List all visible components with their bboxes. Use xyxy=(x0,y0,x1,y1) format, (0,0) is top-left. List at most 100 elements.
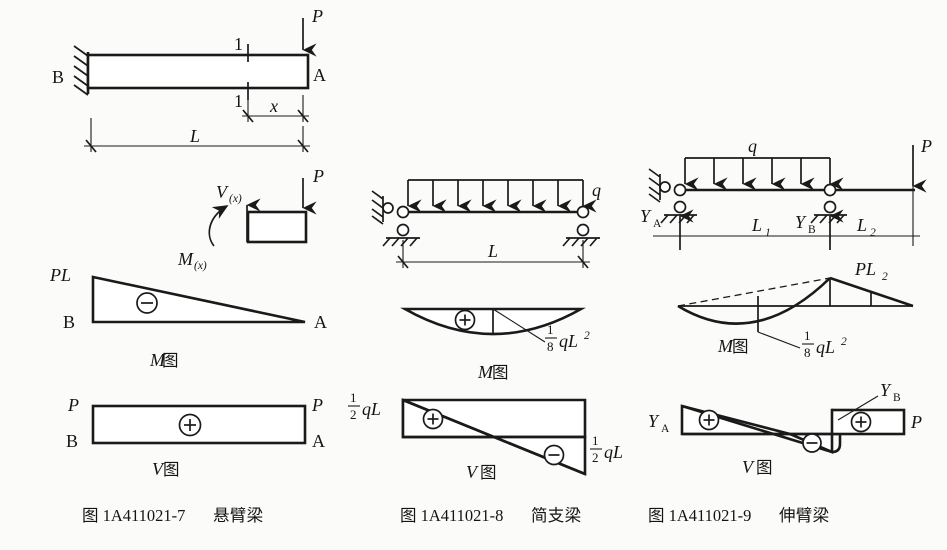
simple-load-label: q xyxy=(592,180,601,200)
svg-text:qL: qL xyxy=(362,399,381,419)
overhang-load-arrows xyxy=(684,158,844,191)
simple-beam-group: q xyxy=(348,179,623,482)
svg-text:图 1A411021-8: 图 1A411021-8 xyxy=(400,506,503,525)
fbd-shear-label: V (x) xyxy=(216,182,242,205)
dimension-L-label: L xyxy=(189,126,200,146)
svg-text:2: 2 xyxy=(350,407,357,422)
overhang-beam-group: q P Y xyxy=(640,136,932,477)
svg-text:V: V xyxy=(466,462,479,482)
cantilever-load-label: P xyxy=(311,6,323,26)
simple-moment-caption: M 图 xyxy=(477,362,509,382)
simple-load-arrows xyxy=(407,180,597,213)
cantilever-moment-right-node: A xyxy=(314,312,327,332)
cantilever-moment-shape xyxy=(91,275,306,324)
overhang-point-load-label: P xyxy=(920,136,932,156)
svg-text:图: 图 xyxy=(163,460,180,479)
svg-text:伸臂梁: 伸臂梁 xyxy=(779,506,829,525)
cantilever-beam-body xyxy=(86,53,310,90)
svg-text:M: M xyxy=(177,249,194,269)
simple-shear-caption: V 图 xyxy=(466,462,497,482)
svg-text:图: 图 xyxy=(162,351,179,370)
cantilever-moment-left-node: B xyxy=(63,312,75,332)
overhang-shear-caption: V 图 xyxy=(742,457,773,477)
svg-text:V: V xyxy=(152,459,165,479)
cantilever-moment-peak-label: PL xyxy=(49,265,71,285)
fbd-moment-arrow xyxy=(208,205,229,247)
svg-text:PL: PL xyxy=(854,259,876,279)
svg-text:图: 图 xyxy=(480,463,497,482)
overhang-moment-dashed-chord xyxy=(677,277,831,307)
cantilever-shear-left-value: P xyxy=(67,395,79,415)
svg-text:图 1A411021-7: 图 1A411021-7 xyxy=(82,506,185,525)
simple-dimension-L-label: L xyxy=(487,241,498,261)
svg-text:qL: qL xyxy=(559,331,578,351)
fixed-support-B xyxy=(73,45,90,96)
cantilever-free-end-label: A xyxy=(313,65,326,85)
svg-text:M: M xyxy=(717,336,734,356)
overhang-span-1-label: L 1 xyxy=(751,215,771,239)
svg-text:qL: qL xyxy=(816,337,835,357)
svg-text:8: 8 xyxy=(547,339,554,354)
section-label-top: 1 xyxy=(234,34,243,54)
overhang-moment-value: 1 8 qL 2 xyxy=(802,328,847,360)
cantilever-shear-right-node: A xyxy=(312,431,325,451)
caption-1: 图 1A411021-7 悬臂梁 xyxy=(82,506,263,525)
fbd-moment-label: M (x) xyxy=(177,249,207,272)
svg-text:V: V xyxy=(742,457,755,477)
svg-text:Y: Y xyxy=(880,380,892,400)
overhang-shear-jump-leader xyxy=(837,395,879,421)
svg-text:A: A xyxy=(653,218,662,230)
svg-text:8: 8 xyxy=(804,345,811,360)
svg-text:L: L xyxy=(856,215,867,235)
overhang-moment-leader xyxy=(757,331,801,349)
cantilever-shear-diagram xyxy=(91,404,307,445)
figure-captions: 图 1A411021-7 悬臂梁 图 1A411021-8 简支梁 图 1A41… xyxy=(82,506,829,525)
overhang-reaction-A-label: Y A xyxy=(640,206,662,230)
svg-text:1: 1 xyxy=(765,227,771,239)
simple-shear-diagram xyxy=(401,398,587,476)
fbd-load-label: P xyxy=(312,166,324,186)
overhang-span-2-label: L 2 xyxy=(856,215,876,239)
svg-text:2: 2 xyxy=(882,271,888,283)
cantilever-shear-caption: V 图 xyxy=(152,459,180,479)
cantilever-moment-diagram xyxy=(91,275,306,324)
simple-shear-left-value: 1 2 qL xyxy=(348,390,381,422)
cantilever-beam-group: B A P 1 1 x xyxy=(49,6,327,479)
svg-text:1: 1 xyxy=(804,328,811,343)
cantilever-shear-right-value: P xyxy=(311,395,323,415)
svg-text:A: A xyxy=(661,423,670,435)
svg-text:图: 图 xyxy=(756,458,773,477)
svg-text:简支梁: 简支梁 xyxy=(531,506,581,525)
overhang-support-A xyxy=(648,168,697,224)
simple-support-right xyxy=(562,205,600,247)
simple-moment-value: 1 8 qL 2 xyxy=(545,322,590,354)
simple-moment-diagram xyxy=(400,307,586,343)
svg-text:悬臂梁: 悬臂梁 xyxy=(213,506,263,525)
svg-text:1: 1 xyxy=(350,390,357,405)
free-body-diagram xyxy=(208,178,317,247)
overhang-moment-peak-label: PL 2 xyxy=(854,259,888,283)
cantilever-shear-left-node: B xyxy=(66,431,78,451)
svg-text:Y: Y xyxy=(640,206,652,226)
svg-text:2: 2 xyxy=(841,336,847,348)
simple-shear-right-value: 1 2 qL xyxy=(590,433,623,465)
svg-text:B: B xyxy=(808,224,816,236)
svg-text:Y: Y xyxy=(648,411,660,431)
overhang-dimension-line xyxy=(653,186,920,246)
dimension-x-label: x xyxy=(269,96,278,116)
overhang-shear-right-label: P xyxy=(910,412,922,432)
svg-text:图 1A411021-9: 图 1A411021-9 xyxy=(648,506,751,525)
section-label-bottom: 1 xyxy=(234,91,243,111)
dimension-L xyxy=(84,118,310,153)
overhang-moment-parabola xyxy=(677,277,831,325)
dimension-x xyxy=(242,95,309,123)
svg-text:图: 图 xyxy=(492,363,509,382)
svg-text:M: M xyxy=(149,350,166,370)
svg-text:(x): (x) xyxy=(194,260,207,272)
caption-2: 图 1A411021-8 简支梁 xyxy=(400,506,581,525)
overhang-shear-jump-label: Y B xyxy=(880,380,901,404)
svg-text:qL: qL xyxy=(604,442,623,462)
svg-text:1: 1 xyxy=(547,322,554,337)
